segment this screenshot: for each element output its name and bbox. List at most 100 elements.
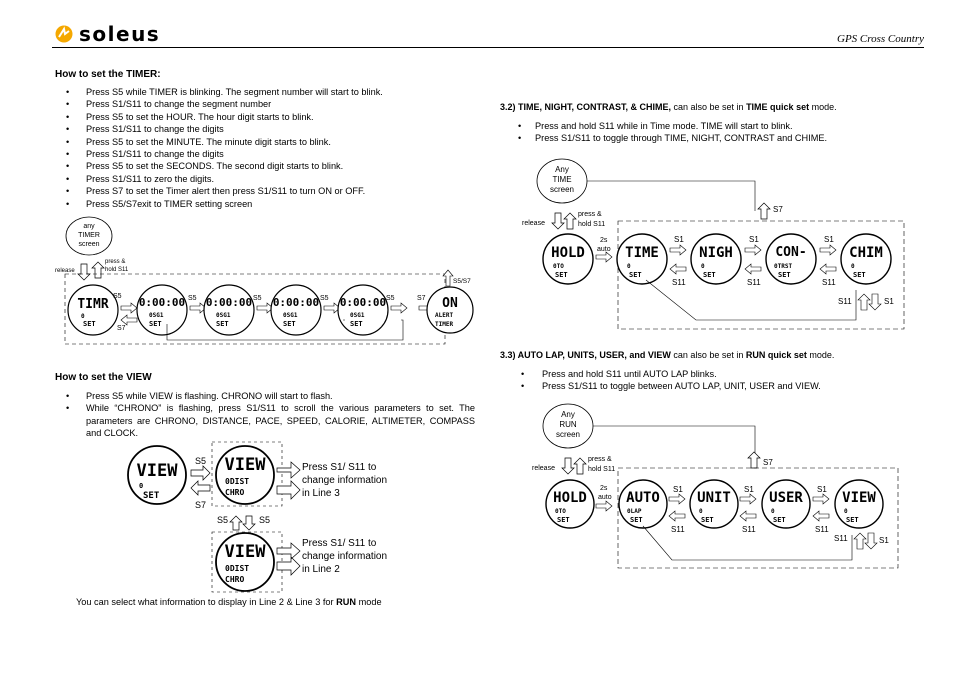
release-label: release	[55, 268, 75, 274]
left-arrow-icon	[668, 510, 686, 522]
time-quick-steps: Press and hold S11 while in Time mode. T…	[507, 120, 927, 145]
s11-label: S11	[671, 525, 685, 534]
press-hold-1: press &	[578, 211, 602, 218]
up-arrow-icon	[747, 451, 761, 469]
up-arrow-icon	[563, 212, 577, 230]
screen-line2: 0	[701, 263, 705, 270]
screen-line1: VIEW	[225, 455, 267, 475]
note-prefix: You can select what information to displ…	[76, 597, 337, 607]
watch-screen: 0:00:00 0SG1 SET	[203, 284, 255, 336]
start-text-2: TIMER	[78, 232, 100, 239]
screen-line2: 0SG1	[216, 312, 231, 319]
right-arrow-icon	[819, 244, 837, 256]
start-text-2: RUN	[559, 420, 577, 429]
screen-line1: HOLD	[553, 490, 587, 506]
press-hold-1: press &	[588, 456, 612, 463]
heading-end: mode.	[809, 102, 837, 112]
press-hold-2: hold S11	[105, 267, 129, 273]
watch-screen: 0:00:00 0SG1 SET	[136, 284, 188, 336]
screen-line3: SET	[557, 516, 570, 524]
return-line	[642, 525, 853, 561]
right-arrow-icon	[190, 465, 211, 481]
press-hold-2: hold S11	[588, 466, 615, 473]
screen-line1: 0:00:00	[139, 296, 185, 309]
up-arrow-icon	[757, 202, 771, 220]
view-section: How to set the VIEW Press S5 while VIEW …	[55, 372, 475, 440]
s5-label: S5	[217, 515, 228, 525]
start-text-3: screen	[556, 430, 580, 439]
time-quick-diagram: Any TIME screen S7 release press & hold …	[522, 158, 905, 330]
down-arrow-icon	[864, 532, 878, 550]
list-item: Press and hold S11 while in Time mode. T…	[507, 120, 927, 133]
screen-line1: 0:00:00	[340, 296, 386, 309]
line3-text-1: Press S1/ S11 to	[302, 462, 377, 473]
screen-line2: 0DIST	[225, 477, 249, 486]
list-item: Press S1/S11 to change the digits	[55, 148, 475, 161]
heading-bold2: TIME quick set	[746, 102, 810, 112]
screen-line1: CHIM	[849, 245, 883, 261]
header-divider	[52, 47, 924, 48]
auto-1: 2s	[600, 485, 608, 492]
watch-screen: USER 0 SET	[761, 479, 811, 529]
left-arrow-icon	[739, 510, 757, 522]
list-item: Press S1/S11 to zero the digits.	[55, 173, 475, 186]
s7-label: S7	[195, 500, 206, 510]
screen-line2: 0	[844, 508, 848, 515]
s5-label: S5	[386, 295, 395, 302]
screen-line3: SET	[283, 320, 296, 328]
screen-line3: SET	[853, 271, 866, 279]
auto-1: 2s	[600, 237, 608, 244]
document-title: GPS Cross Country	[837, 33, 924, 45]
screen-line2: ALERT	[435, 312, 453, 319]
start-text-3: screen	[78, 241, 99, 248]
screen-line1: UNIT	[697, 490, 731, 506]
s11-label: S11	[822, 278, 836, 287]
start-text-1: Any	[555, 165, 569, 174]
screen-line1: AUTO	[626, 490, 660, 506]
left-arrow-icon	[669, 263, 687, 275]
timer-section: How to set the TIMER: Press S5 while TIM…	[55, 69, 475, 210]
right-arrow-icon	[812, 493, 830, 505]
list-item: Press S1/S11 to change the digits	[55, 123, 475, 136]
note-bold: RUN	[336, 597, 357, 607]
right-arrow-icon	[256, 302, 274, 314]
time-quick-heading: 3.2) TIME, NIGHT, CONTRAST, & CHIME, can…	[500, 102, 837, 112]
watch-screen: TIMR 0 SET	[67, 284, 119, 336]
exit-label: S5/S7	[453, 278, 471, 285]
release-label: release	[532, 465, 555, 472]
heading-mid: can also be set in	[670, 350, 746, 360]
auto-2: auto	[598, 494, 612, 501]
screen-line2: 0DIST	[225, 564, 249, 573]
note-suffix: mode	[356, 597, 382, 607]
view-flow-diagram: VIEW 0 SET S5 S7 VIEW 0DIST CHRO Press S…	[127, 441, 387, 593]
s5-label: S5	[188, 295, 197, 302]
double-arrow-icon	[276, 542, 301, 576]
s1-label: S1	[673, 485, 683, 494]
up-arrow-icon	[442, 269, 454, 287]
down-arrow-icon	[551, 212, 565, 230]
screen-line1: ON	[442, 296, 458, 311]
watch-screen: NIGH 0 SET	[690, 233, 742, 285]
line2-text-3: in Line 2	[302, 564, 340, 575]
screen-line2: 0SG1	[283, 312, 298, 319]
dashed-frame	[211, 531, 283, 593]
connector-line	[593, 425, 756, 456]
brand-mark-icon	[55, 25, 73, 43]
s5-label: S5	[195, 456, 206, 466]
screen-line2: 0SG1	[149, 312, 164, 319]
s11-label: S11	[838, 297, 852, 306]
screen-line2: 0TO	[553, 263, 564, 270]
screen-line3: SET	[350, 320, 363, 328]
screen-line2: 0SG1	[350, 312, 365, 319]
line3-text-3: in Line 3	[302, 488, 340, 499]
right-arrow-icon	[595, 500, 613, 512]
start-bubble	[65, 216, 113, 256]
list-item: Press S5/S7exit to TIMER setting screen	[55, 198, 475, 211]
s7-label: S7	[417, 295, 426, 302]
screen-line2: 0LAP	[627, 508, 642, 515]
screen-line1: VIEW	[137, 461, 179, 481]
watch-screen: TIME 0 SET	[616, 233, 668, 285]
s11-label: S11	[742, 525, 756, 534]
right-arrow-icon	[189, 302, 207, 314]
watch-screen: VIEW 0 SET	[834, 479, 884, 529]
